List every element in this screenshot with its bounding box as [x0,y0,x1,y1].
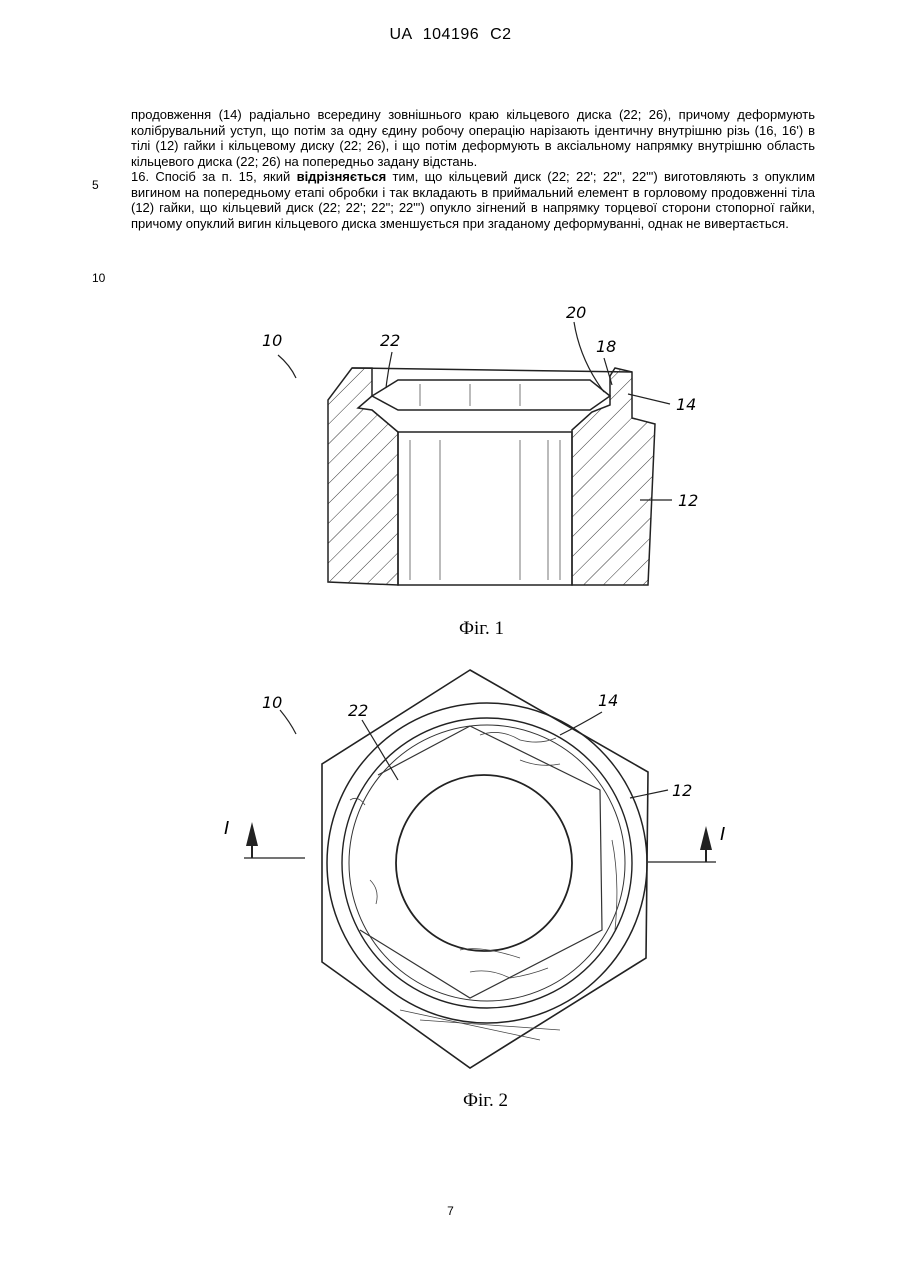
nut-bore [398,432,572,585]
fig2-label-10: 10 [262,693,282,712]
nut-body-left-section [328,368,398,585]
fig1-label-12: 12 [678,491,698,510]
fig1-label-18: 18 [596,337,616,356]
figure-1-caption: Фіг. 1 [459,618,504,640]
fig1-label-20: 20 [566,303,586,322]
fig2-label-22: 22 [348,701,368,720]
section-mark-right: I [720,824,725,845]
ring-disc [372,380,610,410]
section-mark-left: I [224,818,229,839]
fig2-label-14: 14 [598,691,618,710]
fig1-label-10: 10 [262,331,282,350]
page-number: 7 [0,1204,901,1218]
ring-disc-circle [342,718,632,1008]
nut-outer-circle [327,703,647,1023]
bore-shading [410,384,560,580]
fig1-label-22: 22 [380,331,400,350]
figure-2-caption: Фіг. 2 [463,1090,508,1112]
fig2-label-12: 12 [672,781,692,800]
nut-body-right-section [572,368,655,585]
thread-bore-circle [396,775,572,951]
fig1-label-14: 14 [676,395,696,414]
